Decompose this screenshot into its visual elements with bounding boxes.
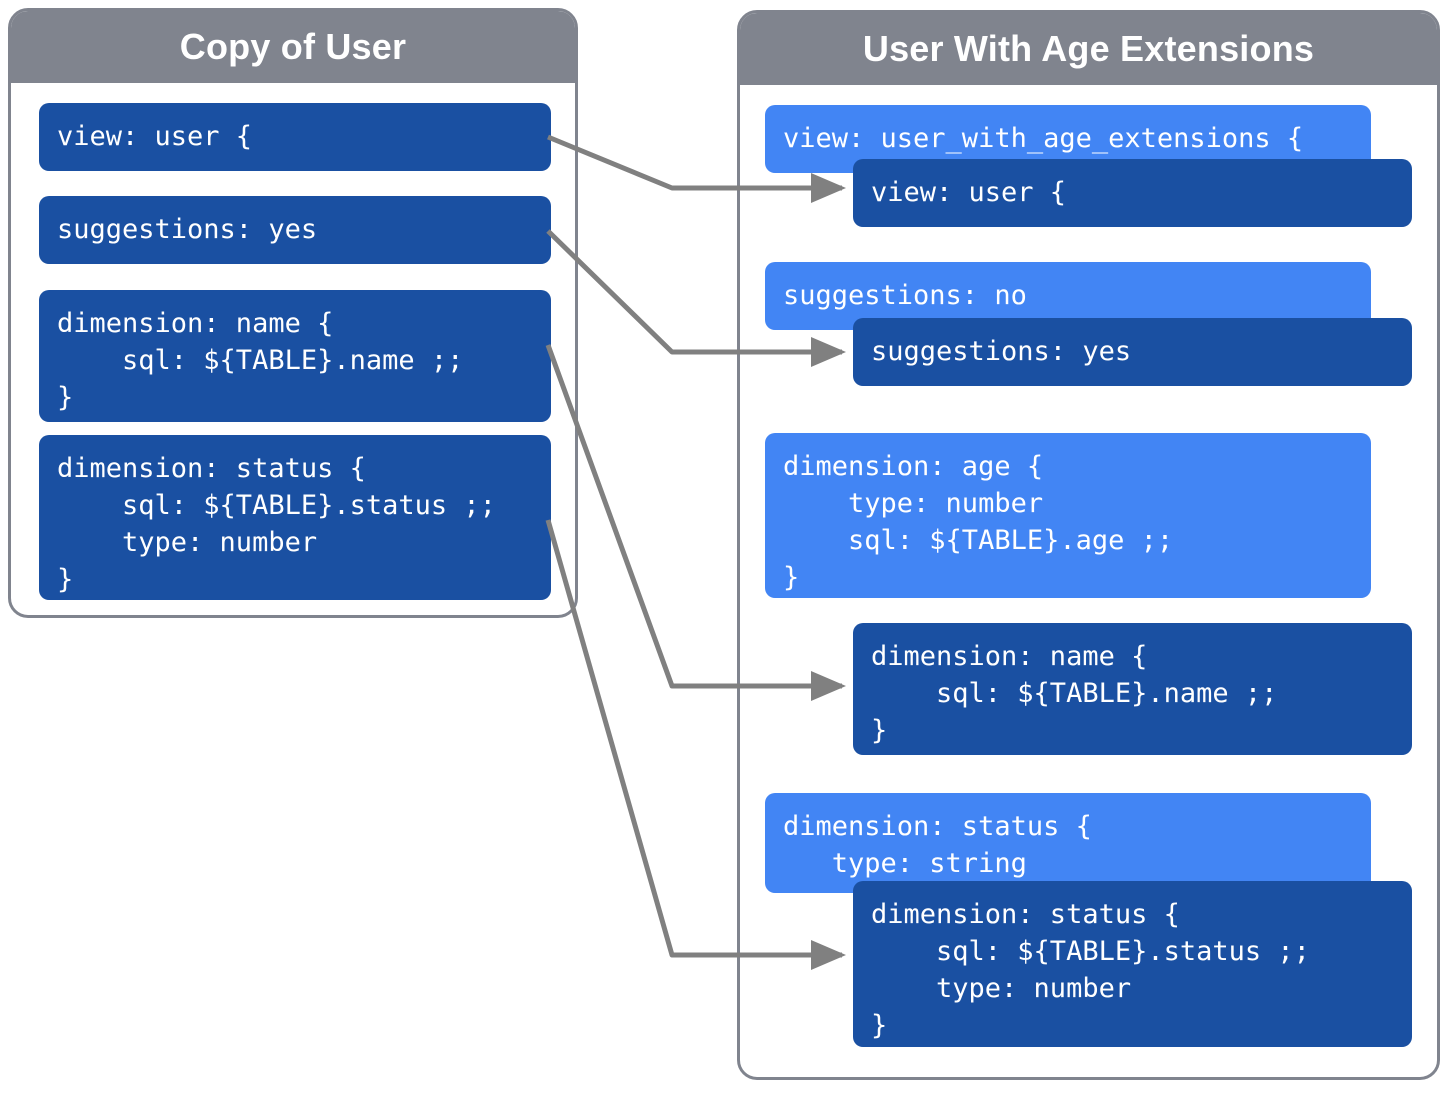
- code-block-right-dimension-name[interactable]: dimension: name { sql: ${TABLE}.name ;; …: [853, 623, 1412, 755]
- code-block-left-dimension-name[interactable]: dimension: name { sql: ${TABLE}.name ;; …: [39, 290, 551, 422]
- panel-user-with-age-extensions: User With Age Extensions view: user_with…: [737, 10, 1440, 1080]
- code-block-right-dimension-age[interactable]: dimension: age { type: number sql: ${TAB…: [765, 433, 1371, 598]
- code-block-right-suggestions-yes[interactable]: suggestions: yes: [853, 318, 1412, 386]
- code-block-left-dimension-status[interactable]: dimension: status { sql: ${TABLE}.status…: [39, 435, 551, 600]
- panel-right-title: User With Age Extensions: [740, 13, 1437, 85]
- code-block-right-dimension-status-dark[interactable]: dimension: status { sql: ${TABLE}.status…: [853, 881, 1412, 1047]
- code-block-left-view[interactable]: view: user {: [39, 103, 551, 171]
- code-block-left-suggestions[interactable]: suggestions: yes: [39, 196, 551, 264]
- code-block-right-dimension-status-light[interactable]: dimension: status { type: string: [765, 793, 1371, 893]
- panel-left-title: Copy of User: [11, 11, 575, 83]
- panel-copy-of-user: Copy of User view: user { suggestions: y…: [8, 8, 578, 618]
- code-block-right-view-user[interactable]: view: user {: [853, 159, 1412, 227]
